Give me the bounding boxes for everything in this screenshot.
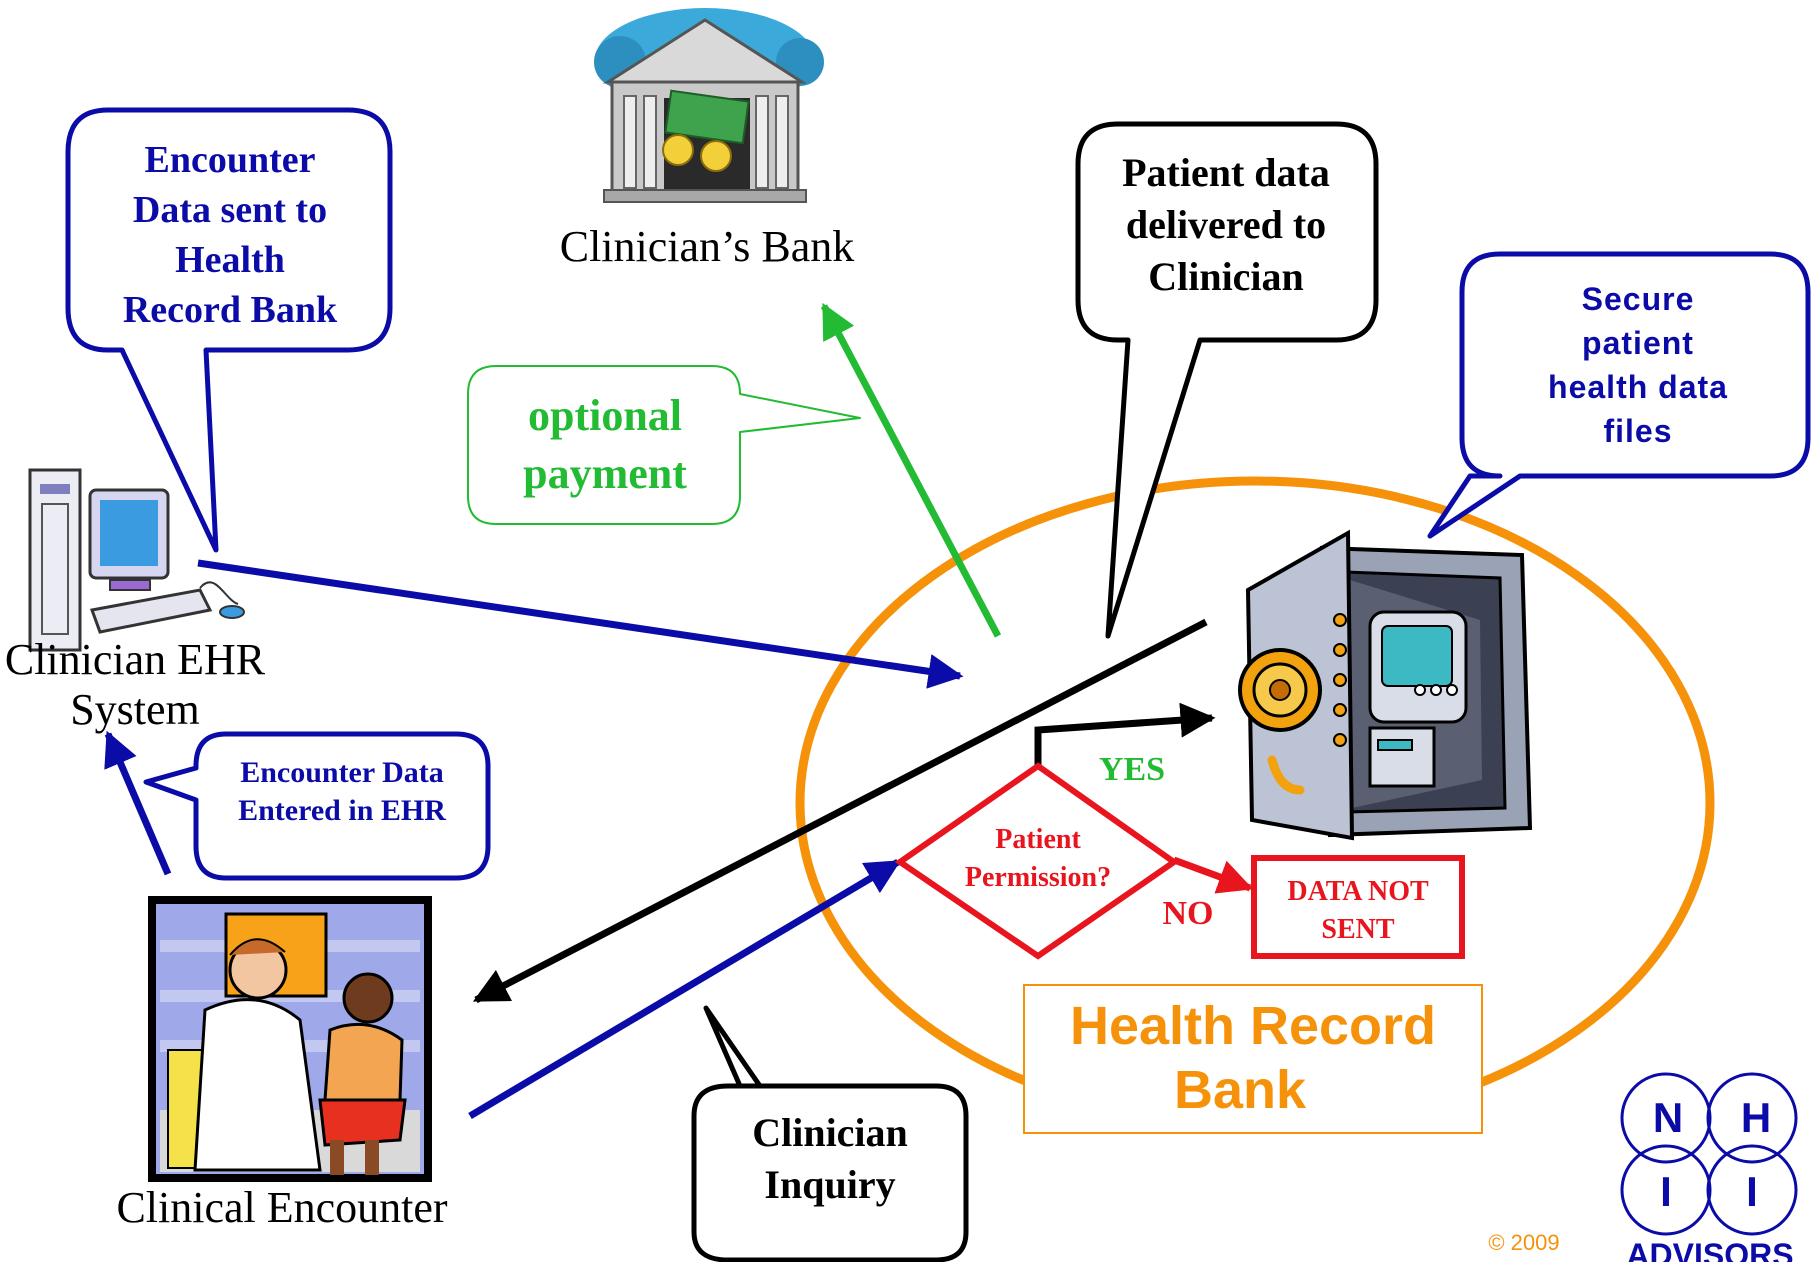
no-label: NO — [1163, 895, 1214, 932]
clinical-encounter-picture — [148, 896, 432, 1182]
computer-icon — [28, 468, 245, 652]
secure-line1: Secure — [1582, 281, 1695, 317]
secure-line2: patient — [1582, 325, 1694, 361]
clinical-encounter-label: Clinical Encounter — [116, 1183, 447, 1232]
yes-label: YES — [1099, 751, 1165, 788]
data-not-sent-box — [1251, 855, 1465, 959]
patient-data-delivered-arrow — [472, 618, 1208, 1004]
patient-data-line1: Patient data — [1122, 150, 1330, 195]
encounter-sent-line2: Data sent to — [133, 189, 327, 231]
patient-data-line3: Clinician — [1148, 254, 1304, 299]
encounter-data-sent-callout: Encounter Data sent to Health Record Ban… — [65, 107, 393, 553]
secure-vault-icon — [1238, 529, 1533, 841]
logo-letter-i2: I — [1746, 1168, 1758, 1215]
no-arrow — [1172, 856, 1254, 894]
clinician-inquiry-callout: Clinician Inquiry — [691, 1005, 969, 1262]
nhii-advisors-logo: N H I I ADVISORS — [1620, 1072, 1798, 1262]
health-record-bank-line1: Health Record — [1070, 996, 1436, 1056]
data-not-sent-line2: SENT — [1321, 914, 1394, 945]
bank-icon — [594, 8, 824, 203]
optional-payment-line2: payment — [523, 449, 687, 498]
encounter-entered-arrow — [104, 730, 172, 876]
encounter-sent-line4: Record Bank — [123, 289, 338, 331]
encounter-entered-callout: Encounter Data Entered in EHR — [143, 731, 491, 881]
encounter-data-arrow — [197, 559, 964, 689]
secure-line3: health data — [1548, 369, 1728, 405]
patient-data-line2: delivered to — [1126, 202, 1326, 247]
health-record-bank-label-box — [1023, 984, 1483, 1134]
encounter-entered-line2: Entered in EHR — [238, 794, 446, 827]
clinician-inquiry-line2: Inquiry — [764, 1162, 895, 1207]
yes-arrow — [1034, 702, 1216, 766]
clinician-ehr-label-line2: System — [70, 685, 200, 734]
logo-letter-h: H — [1741, 1094, 1771, 1141]
data-not-sent-line1: DATA NOT — [1287, 876, 1429, 907]
logo-letter-n: N — [1653, 1094, 1683, 1141]
clinician-inquiry-line1: Clinician — [752, 1110, 908, 1155]
clinician-inquiry-arrow — [468, 858, 902, 1120]
copyright-text: © 2009 — [1488, 1230, 1559, 1255]
secure-files-callout: Secure patient health data files — [1427, 251, 1811, 539]
encounter-entered-line1: Encounter Data — [240, 756, 444, 789]
clinicians-bank-label: Clinician’s Bank — [560, 222, 855, 271]
logo-letter-i1: I — [1660, 1168, 1672, 1215]
optional-payment-callout: optional payment — [467, 365, 861, 525]
encounter-sent-line1: Encounter — [145, 139, 316, 181]
clinician-ehr-label-line1: Clinician EHR — [5, 635, 266, 684]
patient-permission-decision — [894, 762, 1180, 960]
patient-data-delivered-callout: Patient data delivered to Clinician — [1075, 121, 1379, 639]
optional-payment-arrow — [820, 302, 1002, 638]
optional-payment-line1: optional — [528, 391, 682, 440]
secure-line4: files — [1603, 413, 1672, 449]
encounter-sent-line3: Health — [175, 239, 285, 281]
logo-advisors-text: ADVISORS — [1626, 1237, 1793, 1262]
decision-text-line1: Patient — [995, 824, 1081, 855]
decision-text-line2: Permission? — [965, 862, 1111, 893]
health-record-bank-line2: Bank — [1174, 1060, 1307, 1120]
